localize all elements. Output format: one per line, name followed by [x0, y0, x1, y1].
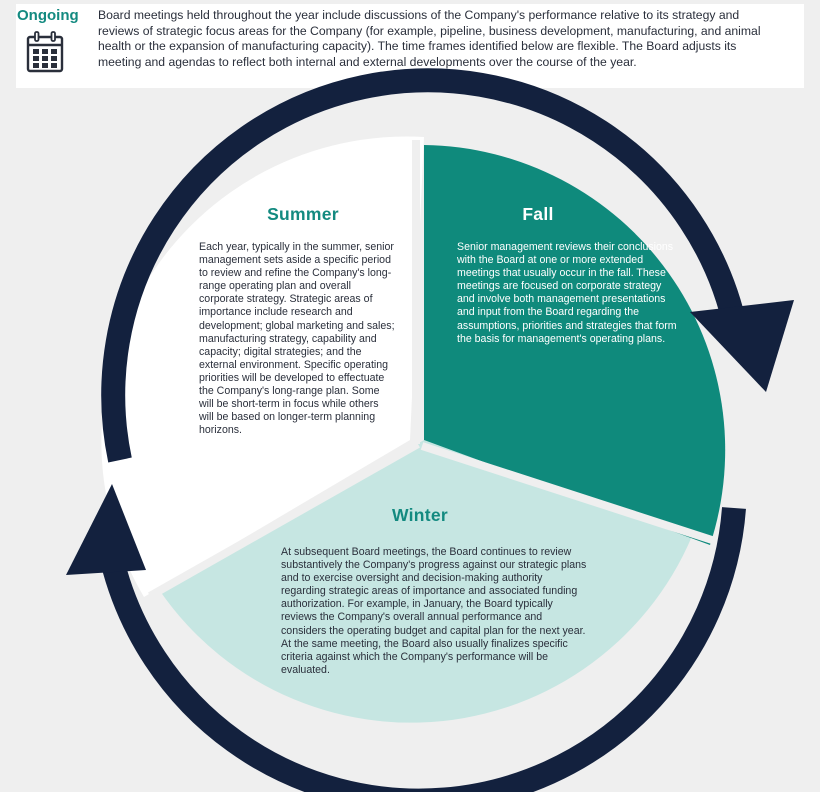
winter-sector [160, 440, 706, 723]
cycle-arrow-top [101, 68, 748, 463]
fall-description: Senior management reviews their conclusi… [457, 241, 677, 345]
cycle-arrow-bottom [100, 507, 746, 792]
summer-sector [101, 136, 424, 597]
calendar-icon [26, 31, 64, 73]
fall-title: Fall [522, 204, 554, 224]
fall-sector [424, 145, 726, 545]
summer-description: Each year, typically in the summer, seni… [199, 241, 395, 437]
cycle-arrowhead-left [66, 484, 146, 575]
summer-title: Summer [267, 204, 339, 224]
winter-title: Winter [391, 505, 449, 525]
ongoing-description: Board meetings held throughout the year … [98, 8, 761, 69]
cycle-arrowhead-right [690, 300, 794, 392]
winter-description: At subsequent Board meetings, the Board … [281, 546, 587, 676]
ongoing-label: Ongoing [17, 7, 79, 24]
